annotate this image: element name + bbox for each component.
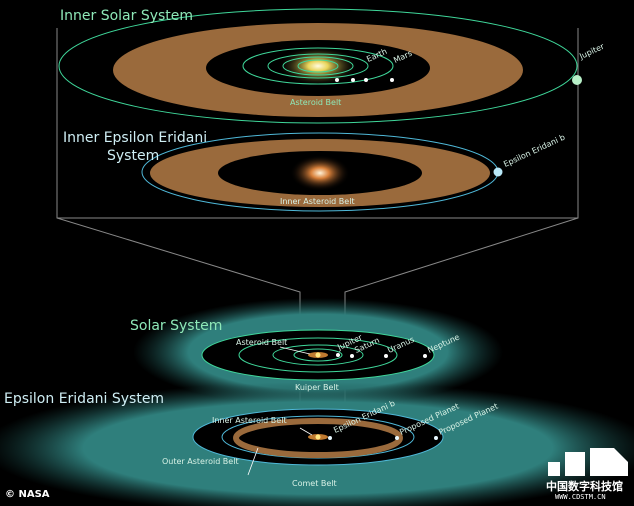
title-eps-system: Epsilon Eridani System (4, 391, 165, 407)
title-solar-system: Solar System (130, 318, 223, 334)
jupiter-dot (572, 75, 582, 85)
label-asteroid-belt: Asteroid Belt (290, 98, 342, 107)
label-kuiper-belt: Kuiper Belt (295, 383, 339, 392)
credit: © NASA (5, 489, 50, 500)
outer-asteroid-belt (233, 418, 403, 458)
earth-dot (364, 78, 368, 82)
title-inner-solar: Inner Solar System (60, 8, 194, 24)
cdstm-logo (548, 448, 628, 476)
label-eps-inner-belt: Inner Asteroid Belt (212, 416, 287, 425)
mars-orbit (242, 47, 394, 85)
watermark-url: WWW.CDSTM.CN (555, 493, 606, 501)
label-comet-belt: Comet Belt (292, 479, 337, 488)
label-outer-belt: Outer Asteroid Belt (162, 457, 239, 466)
sun-glow (278, 46, 358, 86)
label-inner-asteroid-belt: Inner Asteroid Belt (280, 197, 355, 206)
watermark-name: 中国数字科技馆 (546, 480, 623, 493)
mars-dot (390, 78, 394, 82)
label-solar-asteroid-belt: Asteroid Belt (236, 338, 288, 347)
title-inner-eps-1: Inner Epsilon Eridani (63, 130, 208, 146)
title-inner-eps-2: System (107, 148, 160, 164)
jupiter-orbit (58, 8, 578, 124)
eps-b-dot (493, 167, 503, 177)
